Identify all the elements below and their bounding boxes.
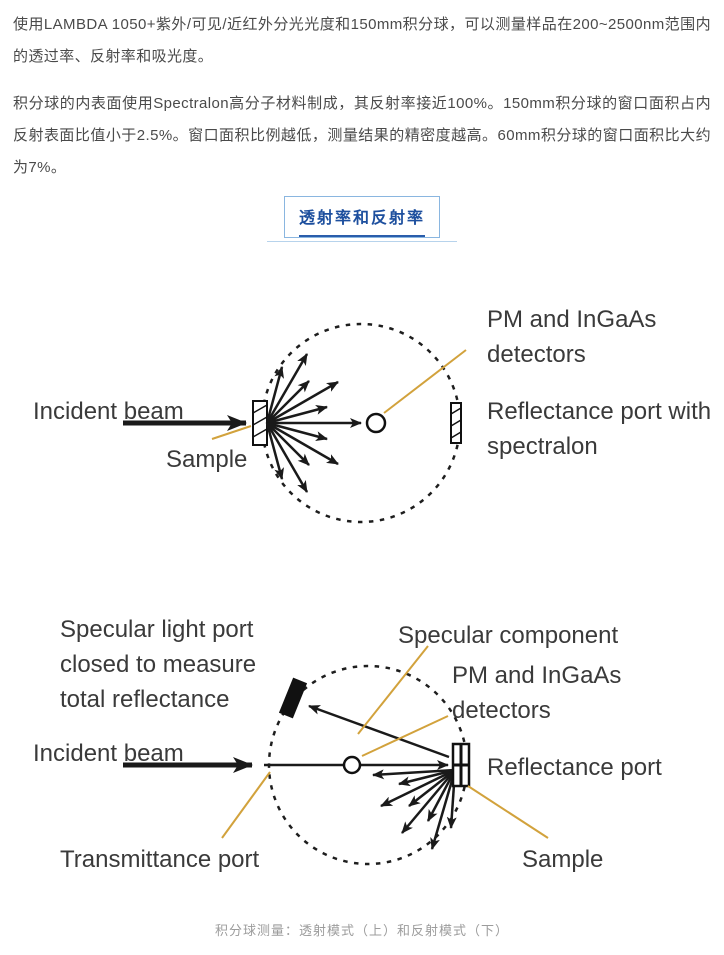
transmittance-diagram-drawing (123, 322, 467, 524)
reflectance-port-label: Reflectance port (487, 754, 662, 781)
specular-component-callout-line (357, 645, 429, 735)
callout-lines (211, 349, 467, 440)
detectors-callout-line (383, 349, 467, 414)
section-title: 透射率和反射率 (0, 196, 724, 242)
transmittance-port-label: Transmittance port (60, 846, 260, 873)
incident-beam-label: Incident beam (33, 398, 184, 425)
reflectance-diagram: Specular light port closed to measure to… (0, 598, 724, 896)
reflected-light-arrows (372, 768, 457, 850)
specular-port-icon (278, 677, 308, 719)
figure-caption: 积分球测量：透射模式（上）和反射模式（下） (214, 923, 509, 938)
specular-port-label: Specular light port closed to measure to… (60, 616, 257, 713)
intro-paragraph-1: 使用LAMBDA 1050+紫外/可见/近红外分光光度和150mm积分球，可以测… (13, 16, 711, 65)
sample-callout-line (211, 425, 252, 440)
reflectance-diagram-drawing (123, 645, 549, 866)
reflectance-port-icon (450, 402, 462, 444)
transmittance-diagram: PM and InGaAs detectors Incident beam Sa… (0, 292, 724, 542)
detectors-label: PM and InGaAs detectors (487, 306, 657, 368)
detector-baffle-icon (342, 755, 362, 775)
sample-icon (252, 400, 268, 446)
detectors-callout-line (361, 715, 449, 757)
section-title-text: 透射率和反射率 (298, 204, 425, 237)
detectors-label: PM and InGaAs detectors (452, 662, 622, 724)
sample-callout-line (467, 785, 549, 839)
callout-lines (221, 645, 549, 839)
section-title-underline (267, 241, 457, 242)
transmittance-port-callout-line (221, 771, 271, 839)
reflectance-port-label: Reflectance port with spectralon (487, 398, 712, 460)
sample-icon (451, 742, 471, 788)
scattered-light-arrows (265, 353, 362, 493)
detector-baffle-icon (365, 412, 387, 434)
sample-label: Sample (166, 446, 248, 473)
incident-beam-label: Incident beam (33, 740, 184, 767)
section-title-box: 透射率和反射率 (283, 196, 440, 238)
specular-component-label: Specular component (398, 622, 619, 649)
sample-label: Sample (522, 846, 604, 873)
specular-component-arrow (308, 704, 450, 759)
intro-paragraph-2: 积分球的内表面使用Spectralon高分子材料制成，其反射率接近100%。15… (13, 95, 711, 176)
